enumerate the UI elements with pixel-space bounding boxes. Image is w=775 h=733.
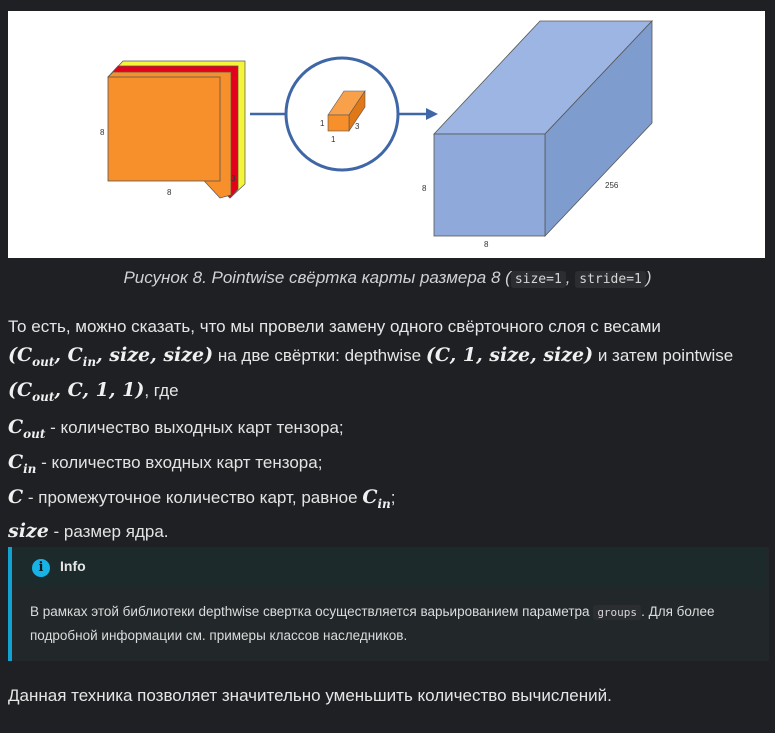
para-text-1: То есть, можно сказать, что мы провели з… bbox=[8, 317, 661, 336]
caption-code-size: size=1 bbox=[510, 271, 566, 288]
kernel-bottom-label: 1 bbox=[331, 135, 336, 144]
inline-code-groups: groups bbox=[593, 605, 642, 620]
definition-cin: Cin - количество входных карт тензора; bbox=[8, 450, 323, 476]
pointwise-diagram: 8 8 3 1 3 1 8 8 256 bbox=[100, 19, 653, 249]
math-depthwise: (C, 1, size, size) bbox=[425, 344, 594, 366]
figure-caption: Рисунок 8. Pointwise свёртка карты разме… bbox=[0, 268, 775, 288]
kernel-side-label: 3 bbox=[355, 122, 360, 131]
para-text-2: на две свёртки: depthwise bbox=[213, 346, 426, 365]
definition-c: C - промежуточное количество карт, равно… bbox=[8, 485, 396, 511]
math-pointwise: (Cout, C, 1, 1) bbox=[8, 378, 145, 404]
caption-text: Рисунок 8. Pointwise свёртка карты разме… bbox=[123, 268, 511, 287]
admonition-body: В рамках этой библиотеки depthwise сверт… bbox=[30, 604, 715, 643]
paragraph-explanation: То есть, можно сказать, что мы провели з… bbox=[8, 313, 768, 411]
output-height-label: 8 bbox=[422, 184, 427, 193]
arrow-head-icon bbox=[426, 108, 438, 120]
para-text-4: , где bbox=[144, 380, 179, 400]
caption-close: ) bbox=[645, 268, 652, 287]
definitions-list: Cout - количество выходных карт тензора;… bbox=[8, 413, 395, 546]
input-height-label: 8 bbox=[100, 128, 105, 137]
output-width-label: 8 bbox=[484, 240, 489, 249]
input-width-label: 8 bbox=[167, 188, 172, 197]
kernel-top-label: 1 bbox=[320, 119, 325, 128]
definition-size: size - размер ядра. bbox=[8, 520, 169, 543]
output-depth-label: 256 bbox=[605, 181, 619, 190]
input-depth-label: 3 bbox=[231, 174, 236, 183]
math-weights: (Cout, Cin, size, size) bbox=[8, 344, 214, 369]
info-icon: i bbox=[32, 559, 50, 577]
caption-code-stride: stride=1 bbox=[575, 271, 646, 288]
admonition-title: Info bbox=[60, 558, 86, 574]
info-admonition: i Info В рамках этой библиотеки depthwis… bbox=[8, 547, 769, 661]
definition-cout: Cout - количество выходных карт тензора; bbox=[8, 416, 344, 441]
para-text-3: и затем pointwise bbox=[593, 346, 734, 365]
input-feature-map: 8 8 3 bbox=[100, 60, 246, 199]
caption-comma: , bbox=[565, 268, 571, 287]
closing-paragraph: Данная техника позволяет значительно уме… bbox=[8, 686, 612, 705]
admonition-header: i Info bbox=[12, 547, 765, 587]
kernel-cube: 1 3 1 bbox=[320, 90, 366, 144]
output-feature-map: 8 8 256 bbox=[422, 19, 653, 249]
figure-image: 8 8 3 1 3 1 8 8 256 bbox=[8, 11, 765, 258]
